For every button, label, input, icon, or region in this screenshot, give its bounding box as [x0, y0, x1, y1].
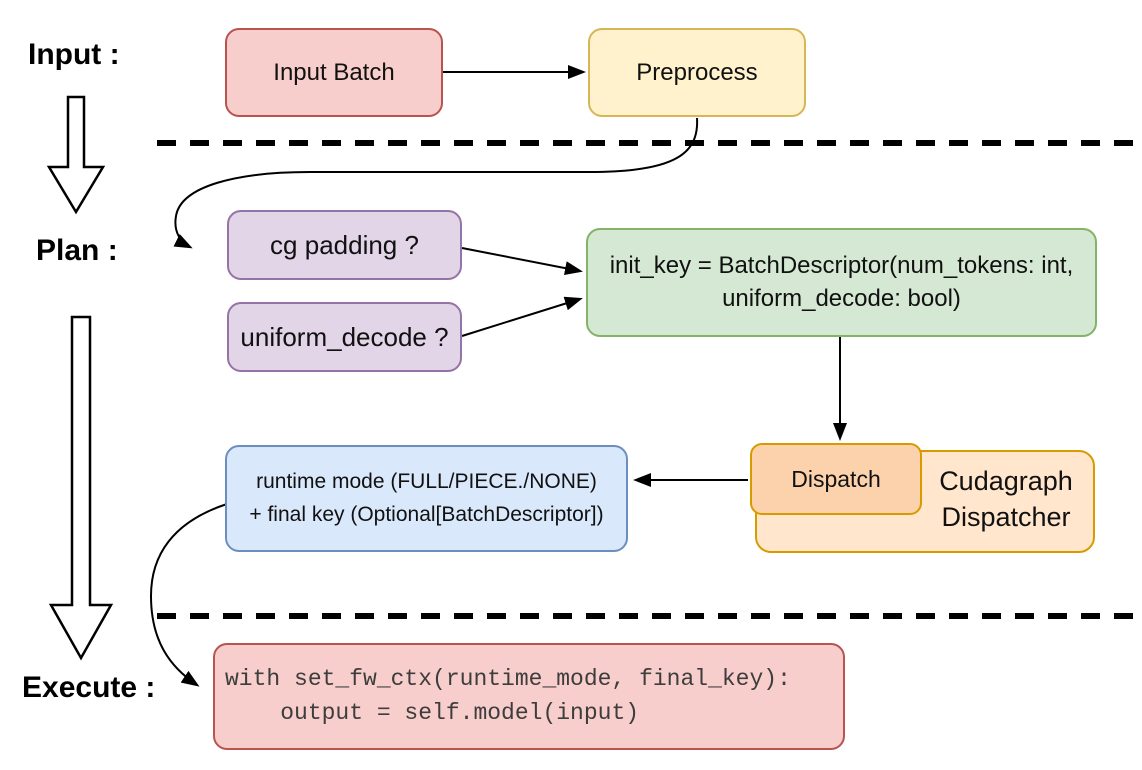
node-init-key: init_key = BatchDescriptor(num_tokens: i… — [586, 228, 1097, 337]
node-execute-code-line1: with set_fw_ctx(runtime_mode, final_key)… — [225, 666, 791, 693]
arrow-cgpadding-to-initkey — [461, 247, 583, 276]
node-runtime-result-line2: + final key (Optional[BatchDescriptor]) — [249, 502, 604, 526]
stage-label-execute: Execute : — [22, 671, 156, 704]
arrow-uniformdecode-to-initkey — [461, 296, 583, 337]
node-preprocess-label: Preprocess — [636, 58, 758, 86]
node-cg-padding: cg padding ? — [227, 210, 462, 280]
node-dispatch-label: Dispatch — [791, 465, 881, 492]
node-execute-code: with set_fw_ctx(runtime_mode, final_key)… — [213, 643, 845, 750]
node-uniform-decode: uniform_decode ? — [227, 302, 462, 372]
node-cg-padding-label: cg padding ? — [270, 229, 419, 260]
node-init-key-line1: init_key = BatchDescriptor(num_tokens: i… — [609, 252, 1074, 280]
node-uniform-decode-label: uniform_decode ? — [240, 321, 449, 352]
node-input-batch: Input Batch — [225, 28, 443, 117]
node-preprocess: Preprocess — [588, 28, 806, 117]
node-init-key-line2: uniform_decode: bool) — [722, 284, 961, 312]
node-cudagraph-dispatcher — [755, 450, 1095, 553]
input-stage-down-arrow — [46, 95, 106, 215]
node-cudagraph-dispatcher-label: Cudagraph Dispatcher — [939, 466, 1073, 533]
node-dispatch: Dispatch — [750, 443, 922, 515]
plan-stage-down-arrow — [48, 315, 114, 661]
stage-label-input: Input : — [28, 38, 120, 71]
node-runtime-result-line1: runtime mode (FULL/PIECE./NONE) — [256, 469, 597, 493]
node-input-batch-label: Input Batch — [273, 58, 395, 86]
stage-label-plan: Plan : — [36, 234, 118, 267]
node-execute-code-line2: output = self.model(input) — [225, 699, 640, 726]
node-runtime-result: runtime mode (FULL/PIECE./NONE) + final … — [225, 445, 628, 552]
